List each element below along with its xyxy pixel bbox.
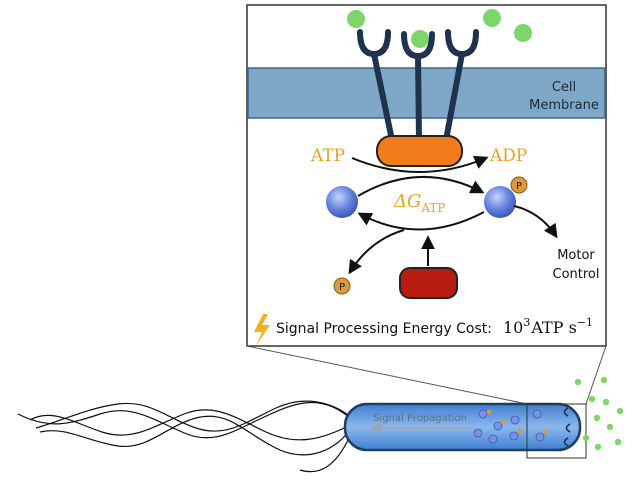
membrane-label-line1: Cell bbox=[552, 80, 576, 95]
phosphate-icon: P bbox=[333, 277, 351, 295]
signaling-protein bbox=[326, 186, 358, 218]
energy-cost-label: Signal Processing Energy Cost: bbox=[276, 321, 492, 337]
membrane-label-line2: Membrane bbox=[529, 98, 599, 113]
phosphate-icon: P bbox=[510, 176, 528, 194]
signaling-protein-phosphorylated bbox=[484, 186, 516, 218]
zoom-connector bbox=[585, 345, 607, 405]
atp-to-adp-arrow bbox=[351, 155, 489, 173]
motor-control-line2: Control bbox=[553, 267, 600, 282]
regulator-protein bbox=[399, 267, 458, 299]
phosphorylation-arrow bbox=[357, 176, 485, 197]
mini-receptors bbox=[563, 407, 571, 447]
external-ligands bbox=[574, 376, 624, 451]
ligand bbox=[514, 24, 532, 42]
bacterium-cell: Signal Propagation bbox=[343, 402, 582, 452]
adp-label: ADP bbox=[489, 146, 527, 166]
motor-control-line1: Motor bbox=[557, 248, 595, 263]
zoom-connector bbox=[246, 345, 528, 405]
dephosphorylation-arrow bbox=[357, 211, 485, 231]
svg-text:P: P bbox=[516, 181, 522, 192]
phosphate-release-arrow bbox=[348, 229, 405, 275]
energy-cost-value: 103ATP s−1 bbox=[503, 316, 593, 337]
svg-text:P: P bbox=[339, 282, 345, 293]
ligand bbox=[411, 30, 429, 48]
cell-proteins bbox=[473, 409, 548, 444]
zoom-inset: Cell Membrane ATP ADP P bbox=[246, 4, 607, 347]
signal-propagation-label: Signal Propagation bbox=[373, 413, 467, 424]
ligand bbox=[347, 10, 365, 28]
output-arrow bbox=[513, 205, 558, 239]
receptor bbox=[443, 29, 479, 143]
receptor bbox=[357, 29, 395, 143]
lightning-bolt-icon bbox=[254, 314, 270, 346]
zoom-region-box bbox=[526, 403, 587, 459]
cell-membrane bbox=[247, 67, 606, 119]
flagella bbox=[17, 400, 353, 473]
delta-g-label: ΔGATP bbox=[393, 191, 445, 215]
atp-label: ATP bbox=[310, 146, 345, 166]
receptor bbox=[401, 31, 435, 143]
kinase-complex bbox=[376, 135, 463, 167]
ligand bbox=[483, 9, 501, 27]
